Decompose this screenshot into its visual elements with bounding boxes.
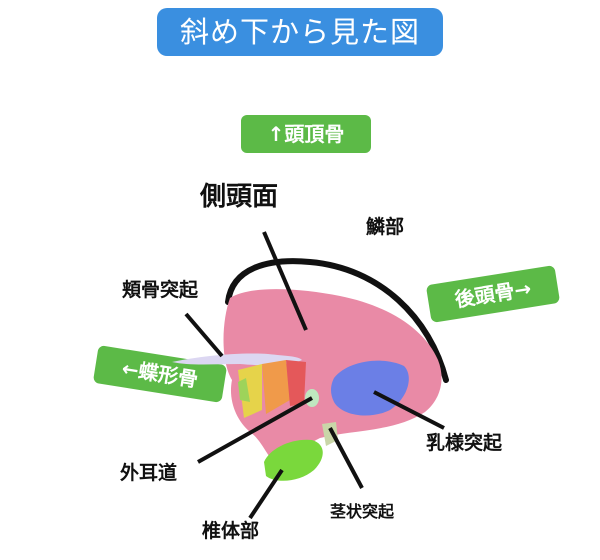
leader-zygomatic [184, 312, 224, 358]
anterior-red [286, 360, 306, 406]
label-external-acoustic-meatus: 外耳道 [120, 462, 178, 484]
zygomatic-process-shape [172, 353, 302, 366]
leader-petrous [248, 468, 284, 520]
temporal-bone-body [223, 289, 442, 470]
leader-temporal-surface [262, 231, 308, 331]
leader-styloid [328, 427, 364, 489]
anterior-yellow [238, 364, 262, 418]
leader-meatus [197, 396, 313, 464]
styloid-process-shape [322, 422, 338, 446]
label-mastoid-process: 乳様突起 [426, 432, 503, 454]
petrous-part-shape [264, 439, 323, 481]
label-styloid-process: 茎状突起 [330, 502, 395, 521]
diagram-title: 斜め下から見た図 [157, 8, 443, 56]
label-zygomatic-process: 頬骨突起 [122, 279, 199, 301]
parietal-bone-tag: ↑頭頂骨 [241, 115, 371, 153]
leader-mastoid [373, 390, 445, 430]
label-squamous-part: 鱗部 [366, 216, 405, 238]
squamous-border-arc [225, 258, 449, 383]
anterior-orange [262, 360, 290, 414]
label-petrous-part: 椎体部 [202, 520, 260, 542]
anterior-green [238, 378, 250, 402]
label-temporal-surface: 側頭面 [200, 182, 279, 212]
